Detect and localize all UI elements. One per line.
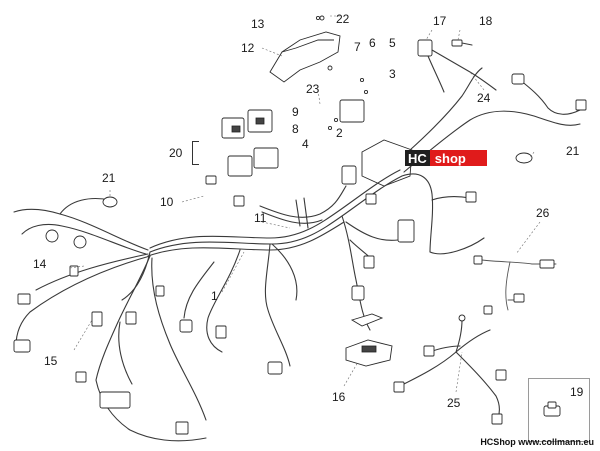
connector-block-part bbox=[345, 313, 393, 367]
callout-1: 1 bbox=[211, 289, 218, 303]
sensor-harness-part bbox=[473, 255, 557, 315]
watermark-hc: HC bbox=[405, 150, 430, 166]
callout-3: 3 bbox=[389, 67, 396, 81]
callout-21-right: 21 bbox=[566, 144, 580, 158]
callout-20: 20 bbox=[169, 146, 183, 160]
harness-connectors bbox=[13, 175, 477, 435]
callout-11: 11 bbox=[254, 211, 267, 225]
callout-13: 13 bbox=[251, 17, 265, 31]
callout-15: 15 bbox=[44, 354, 58, 368]
callout-9: 9 bbox=[292, 105, 299, 119]
lower-harness-part bbox=[393, 314, 507, 425]
callout-12: 12 bbox=[241, 41, 255, 55]
footer-credit: HCShop www.collmann.eu bbox=[480, 437, 594, 447]
callout-21-left: 21 bbox=[102, 171, 116, 185]
hcshop-watermark-logo: HC shop bbox=[405, 150, 487, 166]
callout-19: 19 bbox=[570, 385, 584, 399]
main-harness-wires bbox=[13, 67, 581, 442]
callout-14: 14 bbox=[33, 257, 47, 271]
callout-20-bracket bbox=[192, 141, 199, 165]
callout-7: 7 bbox=[354, 40, 361, 54]
callout-25: 25 bbox=[447, 396, 461, 410]
callout-26: 26 bbox=[536, 206, 550, 220]
callout-8: 8 bbox=[292, 122, 299, 136]
callout-16: 16 bbox=[332, 390, 346, 404]
callout-4: 4 bbox=[302, 137, 309, 151]
callout-18: 18 bbox=[479, 14, 493, 28]
callout-17: 17 bbox=[433, 14, 447, 28]
clip-part bbox=[543, 401, 561, 417]
callout-23: 23 bbox=[306, 82, 320, 96]
harness-cover-part bbox=[269, 15, 341, 83]
part-19-frame bbox=[528, 378, 590, 442]
aux-harness-part bbox=[417, 39, 587, 115]
callout-10: 10 bbox=[160, 195, 174, 209]
callout-2: 2 bbox=[336, 126, 343, 140]
callout-22: 22 bbox=[336, 12, 350, 26]
callout-24: 24 bbox=[477, 91, 491, 105]
relay-block-part bbox=[339, 99, 415, 243]
callout-6: 6 bbox=[369, 36, 376, 50]
callout-5: 5 bbox=[389, 36, 396, 50]
small-parts bbox=[69, 15, 533, 277]
leader-lines bbox=[69, 15, 541, 393]
fuse-box-part bbox=[221, 109, 279, 177]
watermark-shop: shop bbox=[434, 150, 466, 166]
